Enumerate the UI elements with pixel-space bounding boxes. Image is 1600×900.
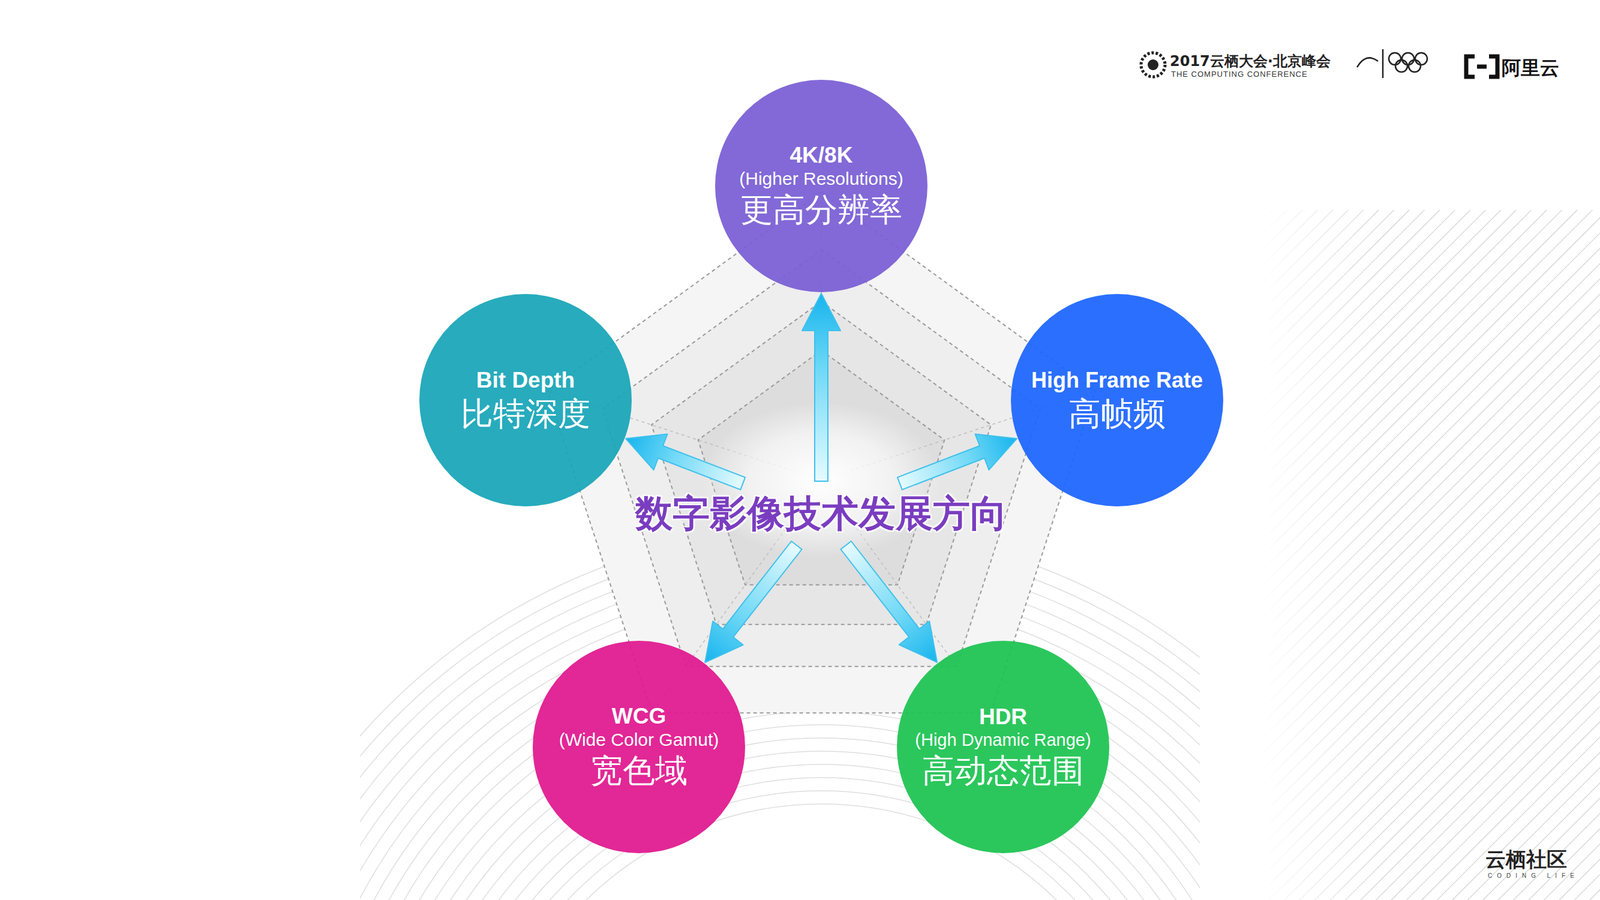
topic-term: (Wide Color Gamut): [559, 729, 720, 751]
block-arrow: [625, 433, 746, 490]
topic-circle: High Frame Rate高帧频: [1010, 293, 1224, 507]
topic-term: (Higher Resolutions): [739, 168, 903, 190]
logo-text: 阿里云: [1501, 55, 1560, 82]
topic-term: Bit Depth: [476, 367, 575, 394]
topic-term: WCG: [611, 703, 666, 730]
pentagon-ring: [602, 249, 1041, 667]
circle-fill: [532, 640, 746, 854]
topic-circle: Bit Depth比特深度: [419, 293, 632, 507]
logo-text: 云栖社区: [1485, 845, 1568, 874]
topic-term: (High Dynamic Range): [914, 730, 1091, 750]
logo-text: 2017云栖大会·北京峰会: [1169, 51, 1331, 71]
topic-circle: 4K/8K(Higher Resolutions)更高分辨率: [715, 79, 928, 293]
block-arrow: [840, 541, 938, 663]
block-arrow: [802, 293, 841, 482]
topic-name: 更高分辨率: [740, 191, 903, 229]
hatch-fade: [1259, 209, 1600, 900]
topic-term: High Frame Rate: [1031, 367, 1203, 393]
olympic-logo: [1357, 49, 1428, 78]
circle-fill: [896, 640, 1110, 854]
aliyun-icon: [1466, 56, 1498, 77]
circle-fill: [419, 293, 632, 507]
topic-name: 宽色域: [590, 752, 688, 790]
center-topic: 数字影像技术发展方向: [629, 484, 1014, 543]
topic-name: 高动态范围: [922, 752, 1085, 790]
topic-circle: HDR(High Dynamic Range)高动态范围: [896, 640, 1110, 854]
conference-logo: [1141, 52, 1166, 77]
center-title: 数字影像技术发展方向: [629, 484, 1014, 543]
block-arrow: [897, 433, 1017, 490]
block-arrow: [704, 541, 802, 663]
circle-fill: [715, 79, 928, 293]
circle-fill: [1010, 293, 1224, 507]
topic-circle: WCG(Wide Color Gamut)宽色域: [532, 640, 746, 854]
logo-text: CODING LIFE: [1487, 872, 1580, 879]
topic-name: 高帧频: [1068, 395, 1166, 433]
topic-term: HDR: [979, 704, 1028, 731]
topic-term: 4K/8K: [790, 142, 854, 169]
logo-text: THE COMPUTING CONFERENCE: [1171, 69, 1308, 79]
hatch-panel: [1259, 209, 1600, 900]
topic-name: 比特深度: [460, 395, 591, 433]
